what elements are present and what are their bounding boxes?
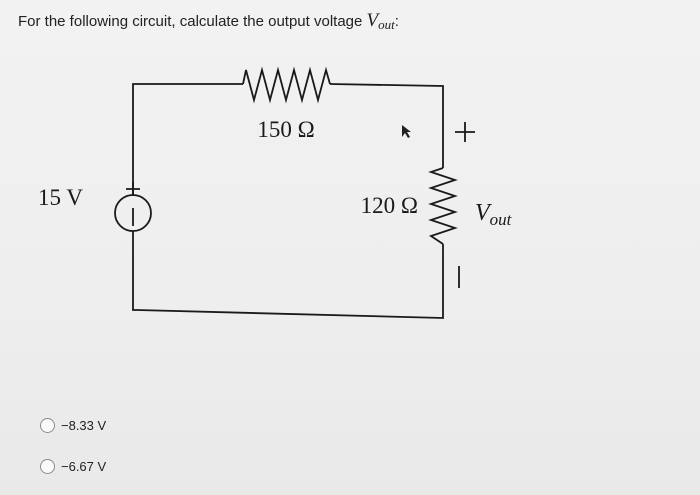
resistor-120: [428, 167, 458, 245]
resistor-150: [242, 66, 331, 104]
question-variable-sub: out: [378, 17, 395, 32]
resistor-150-label: 150 Ω: [257, 117, 314, 142]
output-voltage-sub: out: [490, 210, 513, 229]
wire-left-top: [132, 83, 243, 195]
question-text: For the following circuit, calculate the…: [18, 10, 399, 33]
source-plus-sign: [126, 182, 140, 196]
output-plus-sign: [455, 122, 475, 142]
question-prompt: For the following circuit, calculate the…: [18, 13, 363, 30]
answer-option-2[interactable]: −6.67 V: [40, 459, 106, 474]
output-voltage-label: Vout: [475, 200, 513, 229]
question-suffix: :: [394, 13, 399, 30]
radio-button-2[interactable]: [40, 459, 55, 474]
answer-option-1[interactable]: −8.33 V: [40, 418, 106, 433]
output-voltage-main: V: [475, 200, 492, 226]
question-variable: Vout: [366, 10, 395, 32]
wire-top-right: [329, 83, 444, 168]
question-variable-main: V: [366, 10, 379, 31]
mouse-pointer-icon: [402, 125, 411, 138]
resistor-120-label: 120 Ω: [361, 193, 418, 218]
answer-option-2-label: −6.67 V: [61, 459, 107, 474]
radio-button-1[interactable]: [40, 418, 55, 433]
answer-option-1-label: −8.33 V: [61, 418, 107, 433]
circuit-wires: [114, 66, 475, 319]
wire-bottom: [132, 231, 444, 319]
source-voltage-label: 15 V: [38, 185, 83, 210]
